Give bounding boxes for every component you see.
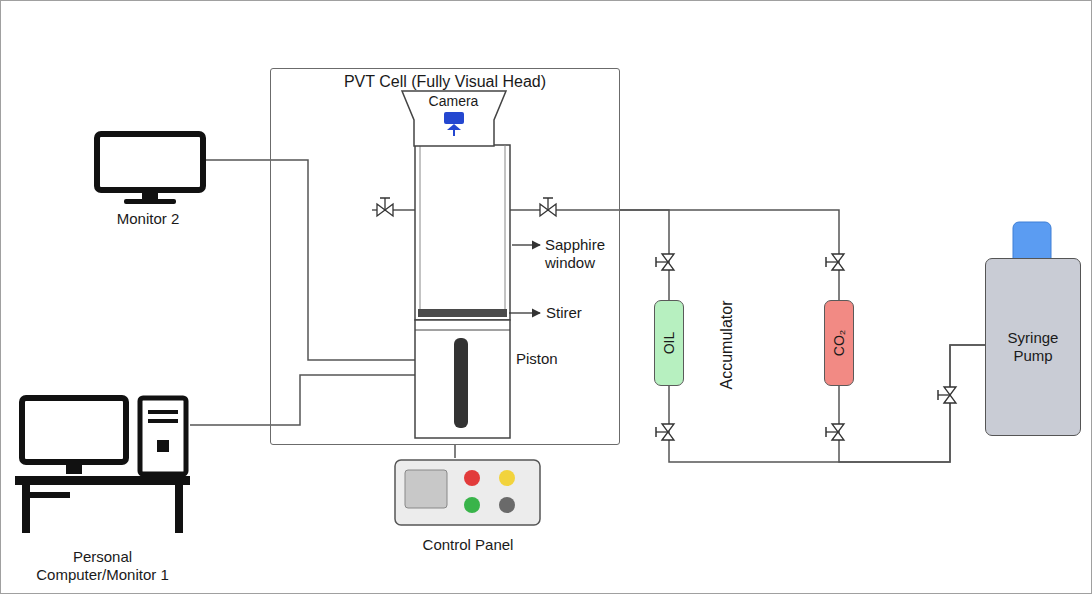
computer-icon <box>22 485 30 533</box>
cell-pipework <box>270 160 415 360</box>
monitor-icon <box>142 192 158 200</box>
oil-accumulator: OIL <box>654 300 684 386</box>
control-panel-icon <box>464 497 480 513</box>
camera-icon <box>444 112 464 124</box>
part-label: Stirer <box>546 304 582 322</box>
control-panel-icon <box>499 470 515 486</box>
cell-vessel <box>415 145 510 320</box>
monitor-icon <box>124 199 176 204</box>
valve-symbol <box>377 198 393 216</box>
leader-arrow <box>509 312 540 313</box>
node-text: PVT Cell (Fully Visual Head) <box>344 73 546 91</box>
cell-vessel <box>505 145 506 310</box>
pipe-connector <box>454 445 456 458</box>
camera-housing <box>402 91 506 146</box>
valve-symbol <box>656 424 674 440</box>
leader-arrow <box>512 244 540 245</box>
cell-vessel <box>415 145 510 320</box>
monitor-icon <box>97 134 203 204</box>
cell-vessel <box>420 145 421 310</box>
node-text: Personal Computer/Monitor 1 <box>20 548 185 584</box>
computer-icon <box>22 398 126 462</box>
computer-icon <box>15 476 190 485</box>
node-text: CO₂ <box>830 330 848 356</box>
valve-symbol <box>938 387 956 403</box>
piston-body <box>454 338 468 428</box>
valve-symbol <box>377 198 956 440</box>
control-panel-icon <box>499 497 515 513</box>
pipe-connector <box>206 159 270 161</box>
control-panel: Control Panel <box>393 458 543 554</box>
valve-symbol <box>540 198 556 216</box>
co2-accumulator: CO₂ <box>824 300 854 386</box>
computer-icon <box>175 485 183 533</box>
pipe-connector <box>839 345 985 462</box>
node-text: Control Panel <box>423 536 514 554</box>
cell-pipework <box>510 209 620 211</box>
computer-icon <box>140 398 186 474</box>
computer-icon <box>15 398 190 533</box>
computer-icon <box>148 410 178 414</box>
valve-symbol <box>826 254 844 270</box>
piston-body <box>415 320 510 438</box>
control-panel-icon <box>464 470 480 486</box>
part-label: Sapphire window <box>545 236 617 272</box>
camera-icon <box>453 130 455 136</box>
piston-body <box>415 330 510 331</box>
syringe-pump: Syringe Pump <box>985 258 1081 436</box>
computer-icon <box>148 419 178 423</box>
computer-icon <box>157 440 169 452</box>
computer-icon <box>30 492 70 498</box>
node-text: Camera <box>429 92 479 110</box>
control-panel-icon <box>395 460 540 525</box>
valve-symbol <box>656 254 674 270</box>
piston-body <box>415 320 510 438</box>
pipe-connector <box>190 424 270 426</box>
part-label: Piston <box>516 350 558 368</box>
node-text: OIL <box>660 332 678 355</box>
computer-station: Personal Computer/Monitor 1 <box>15 390 190 584</box>
node-text: Syringe Pump <box>992 329 1074 365</box>
pipe-connector <box>620 210 669 300</box>
monitor-station: Monitor 2 <box>90 130 206 228</box>
stirer-bar <box>418 309 507 317</box>
pipe-connector <box>620 210 839 300</box>
valve-symbol <box>826 424 844 440</box>
node-text: Monitor 2 <box>117 210 180 228</box>
computer-icon <box>66 464 82 474</box>
monitor-icon <box>97 134 203 190</box>
cell-pipework <box>270 375 415 425</box>
control-panel-icon <box>405 470 447 508</box>
camera-icon <box>447 124 461 130</box>
group-label: Accumulator <box>718 301 736 390</box>
control-panel-icon <box>395 460 540 525</box>
camera-head: Camera <box>402 90 506 146</box>
